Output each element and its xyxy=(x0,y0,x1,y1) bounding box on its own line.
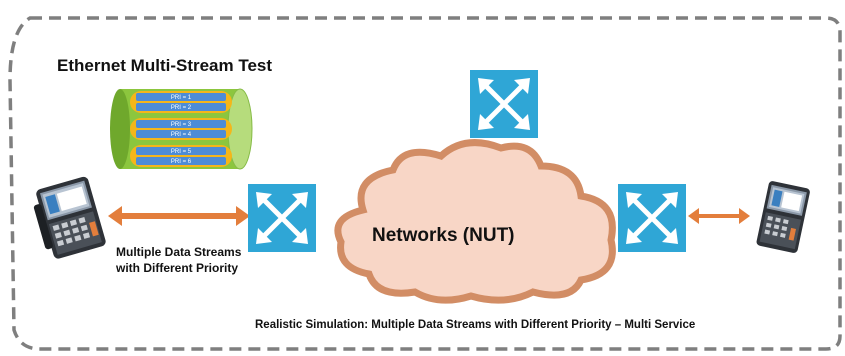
switch-top xyxy=(470,70,538,138)
stream-bar xyxy=(136,120,226,128)
network-label: Networks (NUT) xyxy=(372,225,515,246)
tester-device-left xyxy=(33,176,106,259)
cloud-icon xyxy=(334,139,616,304)
switch-icon xyxy=(618,184,686,252)
tester-device-right xyxy=(756,181,810,253)
streams-label-line-1: Multiple Data Streams xyxy=(116,245,242,259)
tester-device-icon xyxy=(756,181,810,253)
diagram-title: Ethernet Multi-Stream Test xyxy=(57,56,273,75)
double-arrow-right xyxy=(688,208,750,224)
stream-bar xyxy=(136,147,226,155)
priority-label: PRI = 4 xyxy=(171,132,192,138)
stream-cylinder: PRI = 1 PRI = 2 PRI = 3 PRI = 4 PRI = 5 PRI =… xyxy=(110,88,253,170)
switch-left xyxy=(248,184,316,252)
priority-label: PRI = 3 xyxy=(171,122,192,128)
priority-label: PRI = 2 xyxy=(171,105,192,111)
priority-label: PRI = 1 xyxy=(171,95,192,101)
double-arrow-icon xyxy=(108,206,250,226)
double-arrow-left xyxy=(108,206,250,226)
tester-device-icon xyxy=(33,176,106,259)
switch-icon xyxy=(248,184,316,252)
switch-right xyxy=(618,184,686,252)
footer-caption: Realistic Simulation: Multiple Data Stre… xyxy=(255,319,696,331)
streams-label: Multiple Data Streams with Different Pri… xyxy=(116,244,241,276)
double-arrow-icon xyxy=(688,208,750,224)
priority-label: PRI = 6 xyxy=(171,159,192,165)
streams-label-line-2: with Different Priority xyxy=(116,261,239,275)
stream-bar xyxy=(136,157,226,165)
network-cloud xyxy=(334,139,616,304)
stream-bar xyxy=(136,93,226,101)
cylinder-icon: PRI = 1 PRI = 2 PRI = 3 PRI = 4 PRI = 5 PRI =… xyxy=(110,88,253,170)
stream-bar xyxy=(136,103,226,111)
priority-label: PRI = 5 xyxy=(171,149,192,155)
stream-bar xyxy=(136,130,226,138)
switch-icon xyxy=(470,70,538,138)
